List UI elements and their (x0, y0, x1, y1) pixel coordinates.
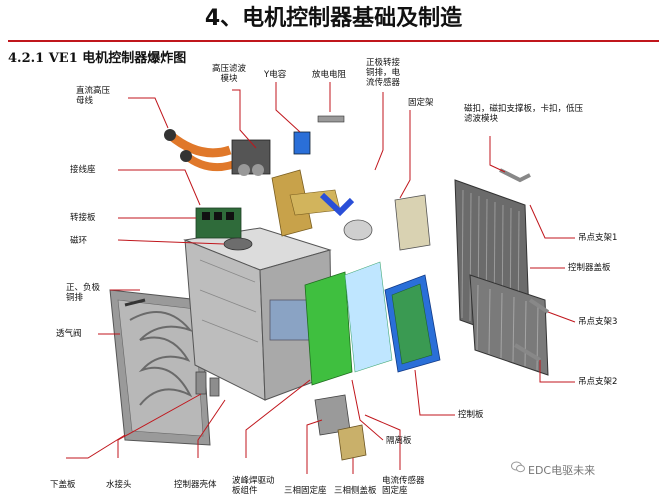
label-isolation-board: 隔离板 (386, 436, 412, 446)
tape-ring-part (343, 219, 373, 241)
label-water-connector: 水接头 (106, 480, 132, 490)
label-current-sensor-mount: 电流传感器 固定座 (382, 476, 425, 496)
wechat-icon (511, 461, 525, 473)
label-lift-bracket-2: 吊点支架2 (578, 377, 618, 387)
blue-bracket-part (319, 192, 355, 217)
magnetic-ring-part (223, 237, 253, 251)
label-vent-valve: 透气阀 (56, 329, 82, 339)
watermark: EDC电驱未来 (528, 464, 596, 477)
hv-filter-part (231, 139, 271, 176)
lift-bracket-3-part (528, 298, 550, 314)
copper-busbars-part (271, 169, 341, 237)
label-adapter-plate: 转接板 (70, 213, 96, 223)
isolation-board-part (344, 261, 393, 373)
driver-board-part (304, 271, 353, 386)
y-capacitor-part (293, 131, 311, 155)
label-positive-busbar: 正极转接 铜排，电 流传感器 (366, 58, 401, 88)
label-y-capacitor: Y电容 (264, 70, 287, 80)
label-three-phase-cover: 三相侧盖板 (334, 486, 377, 496)
dc-bus-part (164, 129, 242, 172)
leader-lines (66, 82, 576, 474)
label-control-board: 控制板 (458, 410, 484, 420)
fixing-frame-part (394, 194, 431, 251)
controller-cover-part (454, 179, 549, 376)
lift-bracket-1-part (499, 168, 531, 183)
label-hv-filter: 高压滤波 模块 (212, 64, 247, 84)
section-subtitle: 4.2.1 VE1 电机控制器爆炸图 (8, 51, 187, 66)
label-dc-hv-bus: 直流高压 母线 (76, 86, 111, 106)
bottom-cover-part (109, 289, 211, 446)
label-fixing-frame: 固定架 (408, 98, 434, 108)
lift-bracket-2-part (513, 343, 542, 362)
label-three-phase-mount: 三相固定座 (284, 486, 327, 496)
label-pos-neg-busbar: 正、负极 铜排 (66, 283, 101, 303)
label-lift-bracket-3: 吊点支架3 (578, 317, 618, 327)
label-lift-bracket-1: 吊点支架1 (578, 233, 618, 243)
terminal-block-part (195, 207, 242, 239)
page-title: 4、电机控制器基础及制造 (204, 6, 463, 31)
label-controller-housing: 控制器壳体 (174, 480, 217, 490)
label-magnet-clip: 磁扣，磁扣支撑板，卡扣，低压 滤波模块 (464, 104, 584, 124)
label-wave-solder-driver: 波峰焊驱动 板组件 (232, 476, 275, 496)
three-phase-cover-part (337, 424, 367, 461)
label-controller-cover: 控制器盖板 (568, 263, 611, 273)
label-bottom-cover: 下盖板 (50, 480, 76, 490)
label-magnetic-ring: 磁环 (70, 236, 88, 246)
label-terminal-block: 接线座 (70, 165, 96, 175)
title-divider (8, 40, 659, 42)
label-discharge-resistor: 放电电阻 (312, 70, 347, 80)
discharge-resistor-part (317, 115, 345, 123)
